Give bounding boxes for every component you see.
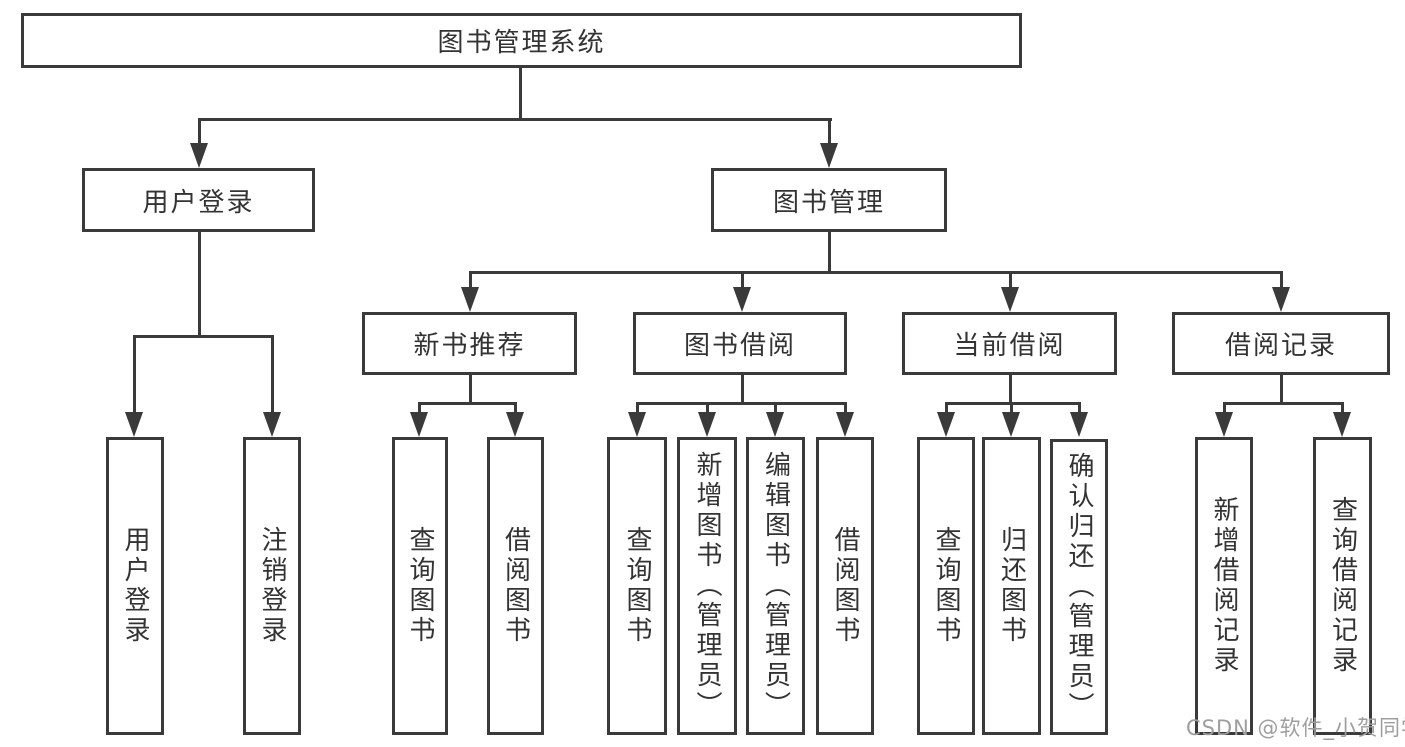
connector-drop (418, 402, 421, 414)
leaf-bb-borrow-books: 借阅图书 (816, 437, 874, 735)
arrow-down-icon (766, 412, 784, 437)
connector-drop (774, 402, 777, 414)
arrow-down-icon (1001, 287, 1019, 312)
arrow-down-icon (410, 412, 428, 437)
connector-drop (844, 402, 847, 414)
leaf-br-query-record: 查询借阅记录 (1313, 437, 1372, 735)
arrow-down-icon (1272, 287, 1290, 312)
node-borrowing-records: 借阅记录 (1172, 312, 1390, 375)
node-user-login: 用户登录 (82, 168, 315, 232)
arrow-down-icon (733, 287, 751, 312)
leaf-bb-edit-books-admin: 编辑图书（管理员） (746, 437, 805, 735)
arrow-down-icon (506, 412, 524, 437)
node-root-label: 图书管理系统 (437, 28, 606, 58)
leaf-cb-query-books: 查询图书 (917, 437, 975, 735)
arrow-down-icon (628, 412, 646, 437)
connector-drop (1341, 402, 1344, 414)
connector-drop-book-borrowing (741, 271, 744, 291)
connector-drop-book-management (828, 118, 831, 147)
arrow-down-icon (1215, 412, 1233, 437)
connector-drop (1010, 402, 1013, 414)
node-user-login-label: 用户登录 (142, 187, 255, 218)
leaf-br-add-record: 新增借阅记录 (1195, 437, 1253, 735)
leaf-bb-add-books-admin: 新增图书（管理员） (677, 437, 737, 735)
leaf-cb-confirm-return-admin: 确认归还（管理员） (1050, 439, 1108, 735)
connector-drop-new-book (469, 271, 472, 291)
node-current-borrowing: 当前借阅 (902, 312, 1117, 375)
connector-drop (706, 402, 709, 414)
leaf-logout: 注销登录 (243, 437, 301, 735)
connector-drop (1223, 402, 1226, 414)
node-new-book-recommend: 新书推荐 (362, 312, 577, 375)
connector-book-borrowing-stem (741, 375, 744, 405)
arrow-down-icon (461, 287, 479, 312)
node-book-management-label: 图书管理 (772, 187, 885, 218)
connector-drop (945, 402, 948, 414)
connector-drop (1078, 402, 1081, 414)
connector-borrowing-records-stem (1280, 375, 1283, 405)
connector-book-borrowing-bus (636, 402, 847, 405)
connector-level2-bus (469, 271, 1283, 274)
arrow-down-icon (820, 143, 838, 168)
arrow-down-icon (263, 412, 281, 437)
connector-root-stem (519, 68, 522, 120)
arrow-down-icon (1002, 412, 1020, 437)
arrow-down-icon (836, 412, 854, 437)
arrow-down-icon (937, 412, 955, 437)
connector-drop-borrowing-records (1280, 271, 1283, 291)
leaf-user-login: 用户登录 (106, 437, 164, 735)
connector-drop-logout-leaf (271, 335, 274, 413)
connector-user-login-stem (198, 232, 201, 338)
connector-drop-user-login (198, 118, 201, 147)
connector-current-borrowing-bus (945, 402, 1081, 405)
connector-book-management-stem (828, 232, 831, 274)
connector-drop (514, 402, 517, 414)
leaf-cb-return-books: 归还图书 (982, 437, 1041, 735)
arrow-down-icon (190, 143, 208, 168)
csdn-watermark: CSDN @软件_小贺同学 (1186, 716, 1405, 740)
connector-drop-login-leaf (133, 335, 136, 413)
node-root-system: 图书管理系统 (21, 13, 1022, 68)
connector-level1-bus (198, 118, 832, 121)
node-book-borrowing: 图书借阅 (633, 312, 847, 375)
connector-new-book-bus (418, 402, 517, 405)
connector-current-borrowing-stem (1009, 375, 1012, 405)
arrow-down-icon (1333, 412, 1351, 437)
connector-user-login-bus (133, 335, 274, 338)
leaf-nb-query-books: 查询图书 (392, 437, 448, 735)
leaf-nb-borrow-books: 借阅图书 (487, 437, 544, 735)
connector-drop (636, 402, 639, 414)
arrow-down-icon (698, 412, 716, 437)
leaf-bb-query-books: 查询图书 (607, 437, 667, 735)
connector-new-book-stem (469, 375, 472, 405)
arrow-down-icon (1070, 412, 1088, 437)
node-book-management: 图书管理 (711, 168, 947, 232)
connector-borrowing-records-bus (1223, 402, 1344, 405)
arrow-down-icon (125, 412, 143, 437)
connector-drop-current-borrowing (1009, 271, 1012, 291)
